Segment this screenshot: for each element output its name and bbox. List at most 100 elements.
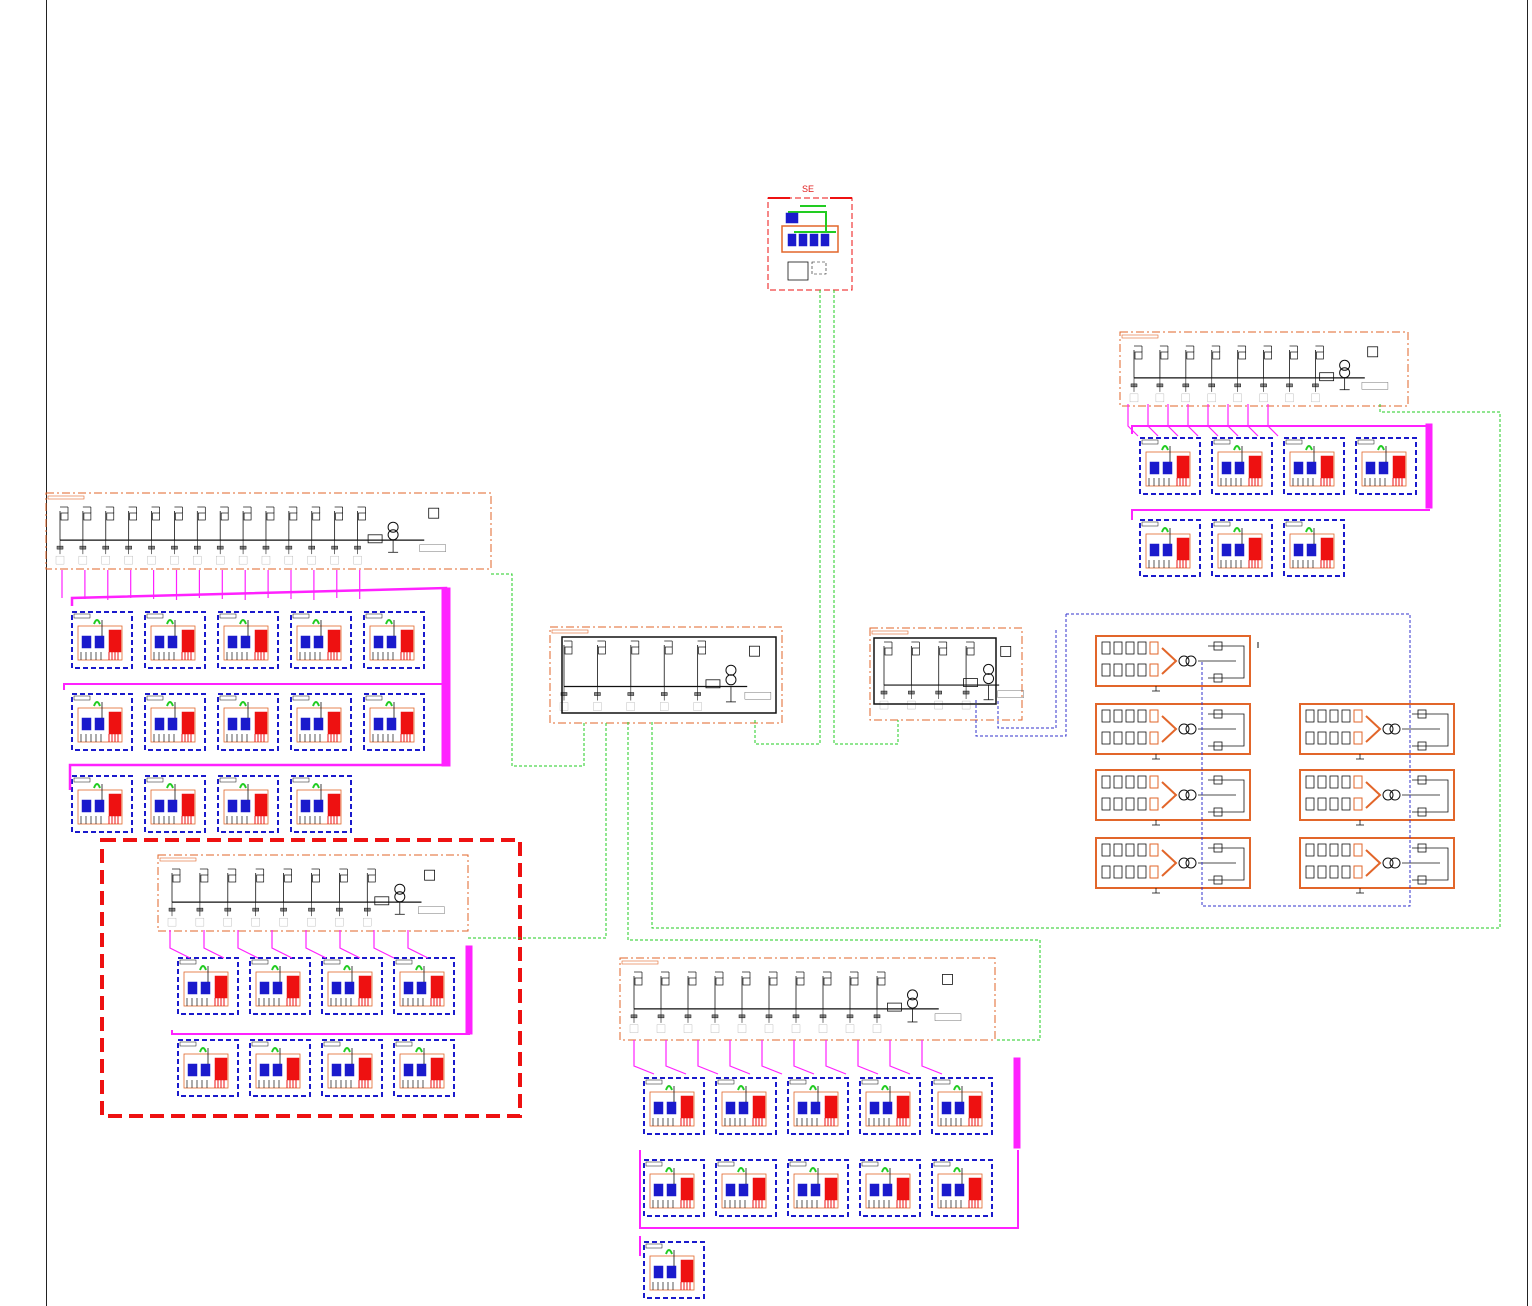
collector-bus	[639, 1150, 1019, 1229]
breaker-icon	[106, 512, 115, 521]
skid-tag	[1285, 521, 1303, 527]
skid-tag	[251, 959, 269, 965]
inverter-skid	[1355, 437, 1417, 495]
skid-tag	[251, 1041, 269, 1047]
skid-inner	[296, 625, 342, 661]
collector-wire	[373, 930, 395, 959]
inverter-skid	[715, 1159, 777, 1217]
module-icon	[1137, 663, 1147, 677]
inverter-icon	[94, 635, 105, 649]
meter-icon	[787, 261, 809, 281]
breaker-icon	[796, 977, 805, 986]
label-block	[656, 1024, 666, 1033]
skid-inner	[223, 707, 269, 743]
inverter-skid	[715, 1077, 777, 1135]
breaker-icon	[335, 512, 343, 521]
feeder-breaker	[907, 641, 920, 710]
breaker-icon	[60, 512, 69, 521]
transformer-unit	[1299, 703, 1455, 760]
inverter-skid	[393, 957, 455, 1015]
feeder-breaker	[1129, 345, 1143, 403]
collector-wire	[665, 1040, 687, 1075]
feeder-breaker	[1285, 345, 1298, 403]
skid-inner	[937, 1173, 983, 1209]
inverter-icon	[200, 981, 211, 995]
inverter-icon	[725, 1183, 736, 1197]
switch-icon	[428, 507, 440, 519]
feeder-breaker	[330, 506, 343, 565]
inverter-icon	[313, 717, 324, 731]
inverter-skid	[71, 775, 133, 833]
feeder-loop	[415, 965, 423, 971]
panel-icon	[968, 1095, 982, 1119]
inverter-skid	[1283, 519, 1345, 577]
module-icon	[1329, 843, 1339, 857]
transformer-icon	[1185, 857, 1197, 869]
inverter-icon	[1234, 461, 1245, 475]
inverter-icon	[1293, 543, 1304, 557]
feeder-breaker	[683, 971, 697, 1033]
panel-icon	[286, 975, 300, 999]
inverter-icon	[313, 635, 324, 649]
module-icon	[1113, 797, 1123, 811]
breaker-icon	[769, 977, 778, 986]
skid-tag	[1285, 439, 1303, 445]
transformer-icon	[1339, 359, 1351, 371]
transformer-icon	[394, 883, 406, 895]
inverter-icon	[94, 717, 105, 731]
inverter-icon	[313, 799, 324, 813]
feeder-breaker	[737, 971, 751, 1033]
mv-feeder	[651, 404, 1501, 929]
switchboard-enclosure	[45, 492, 492, 570]
inverter-icon	[154, 635, 165, 649]
breaker-icon	[1417, 807, 1427, 817]
skid-tag	[179, 1041, 197, 1047]
label-block	[330, 555, 339, 565]
module-icon	[1305, 865, 1315, 879]
feeder-loop	[665, 1085, 673, 1091]
inverter-icon	[81, 635, 92, 649]
wire	[1208, 779, 1245, 813]
inverter-icon	[240, 717, 251, 731]
module-icon	[1353, 797, 1363, 811]
module-icon	[1329, 775, 1339, 789]
breaker-icon	[284, 874, 292, 883]
module-icon	[1353, 865, 1363, 879]
breaker-icon	[1417, 775, 1427, 785]
skid-inner	[255, 971, 301, 1007]
inverter-icon	[81, 717, 92, 731]
inverter-icon	[240, 799, 251, 813]
breaker-icon	[850, 977, 859, 986]
inverter-icon	[1293, 461, 1304, 475]
breaker-icon	[820, 233, 830, 247]
feeder-loop	[1377, 445, 1385, 451]
skid-tag	[1213, 439, 1231, 445]
inverter-skid	[643, 1077, 705, 1135]
wire	[1412, 847, 1449, 881]
inverter-icon	[331, 981, 342, 995]
panel-icon	[358, 1057, 372, 1081]
feeder-breaker	[167, 868, 181, 927]
module-icon	[1101, 797, 1111, 811]
panel-icon	[752, 1095, 766, 1119]
inverter-skid	[321, 1039, 383, 1097]
inverter-skid	[217, 693, 279, 751]
skid-inner	[150, 625, 196, 661]
breaker-icon	[1417, 741, 1427, 751]
feeder-breaker	[193, 506, 206, 565]
inverter-skid	[144, 775, 206, 833]
panel-icon	[1248, 537, 1262, 561]
feeder-loop	[93, 619, 101, 625]
feeder-breaker	[1233, 345, 1247, 403]
module-icon	[1305, 797, 1315, 811]
meter-icon	[963, 678, 978, 687]
feeder-breaker	[764, 971, 778, 1033]
collector-wire	[633, 1040, 655, 1075]
feeder-loop	[93, 783, 101, 789]
collector-wire	[857, 1040, 879, 1075]
module-icon	[1341, 775, 1351, 789]
module-icon	[1305, 731, 1315, 745]
module-icon	[1341, 731, 1351, 745]
skid-tag	[146, 695, 164, 701]
